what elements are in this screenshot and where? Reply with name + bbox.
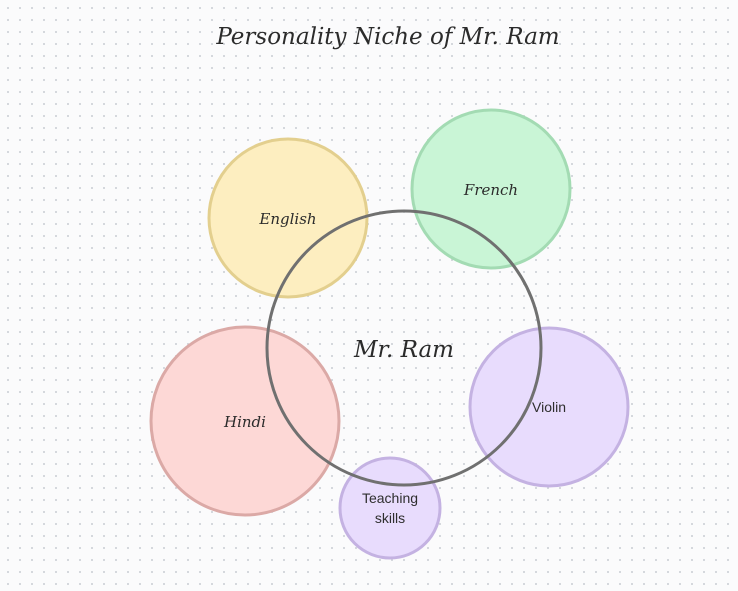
bubble-teaching-label: Teaching: [362, 490, 418, 506]
bubble-french-label: French: [463, 181, 518, 199]
bubble-english[interactable]: English: [207, 137, 369, 299]
center-circle[interactable]: [265, 209, 543, 487]
diagram-title: Personality Niche of Mr. Ram: [215, 24, 559, 50]
bubble-french-circle[interactable]: [410, 108, 572, 270]
bubble-english-label: English: [258, 210, 316, 228]
bubble-violin-circle[interactable]: [468, 326, 630, 488]
bubble-violin[interactable]: Violin: [468, 326, 630, 488]
bubble-hindi[interactable]: Hindi: [149, 325, 341, 517]
bubble-teaching-label: skills: [375, 510, 405, 526]
bubble-violin-label: Violin: [532, 399, 566, 415]
bubble-teaching-circle[interactable]: [338, 456, 442, 560]
bubble-teaching[interactable]: Teaching skills: [338, 456, 442, 560]
bubble-english-circle[interactable]: [207, 137, 369, 299]
center-node[interactable]: Mr. Ram: [265, 209, 543, 487]
bubble-hindi-label: Hindi: [223, 413, 266, 431]
bubble-hindi-circle[interactable]: [149, 325, 341, 517]
bubble-french[interactable]: French: [410, 108, 572, 270]
center-label: Mr. Ram: [353, 337, 454, 363]
